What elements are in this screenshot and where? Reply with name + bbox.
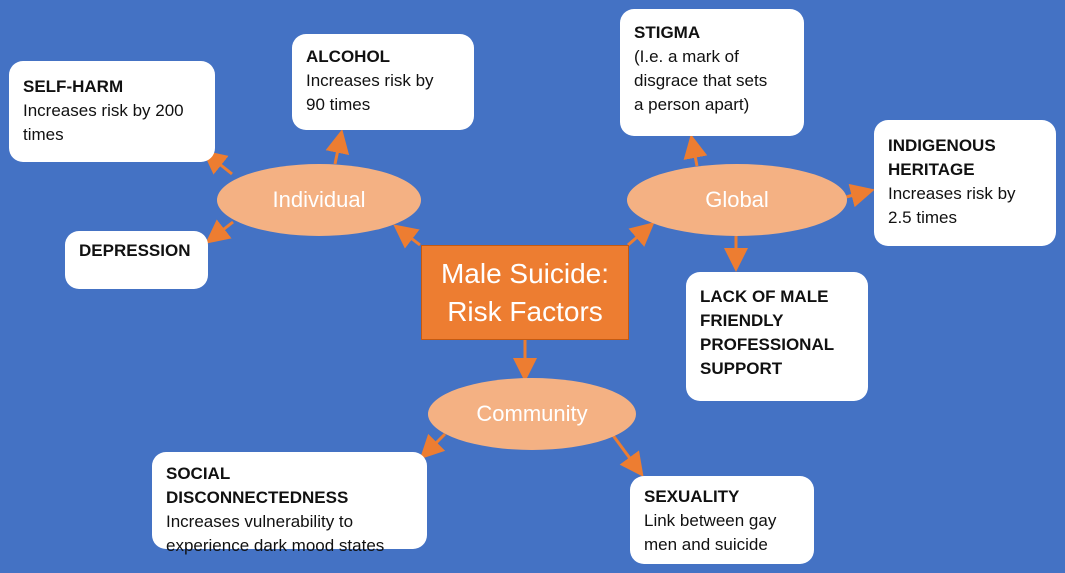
box-alcohol-text: Increases risk by 90 times	[306, 71, 434, 114]
box-sexuality-text: Link between gay men and suicide	[644, 511, 777, 554]
center-topic: Male Suicide: Risk Factors	[421, 245, 629, 340]
box-social-disconnectedness: SOCIAL DISCONNECTEDNESS Increases vulner…	[152, 452, 427, 555]
box-self-harm-title: SELF-HARM	[23, 77, 124, 96]
box-sexuality-title: SEXUALITY	[644, 487, 740, 506]
box-alcohol-title: ALCOHOL	[306, 47, 391, 66]
arrow-center-to-global	[627, 222, 655, 247]
box-depression-title: DEPRESSION	[79, 241, 191, 260]
arrow-individual-to-alcohol	[325, 129, 350, 165]
arrow-community-to-sexuality	[610, 433, 644, 477]
box-stigma: STIGMA (I.e. a mark of disgrace that set…	[620, 9, 804, 136]
category-individual-label: Individual	[272, 187, 366, 212]
box-indigenous-text: Increases risk by 2.5 times	[888, 184, 1016, 227]
arrow-center-to-individual	[393, 224, 421, 249]
category-global-label: Global	[705, 187, 769, 212]
box-depression: DEPRESSION	[65, 231, 208, 289]
arrow-global-to-stigma	[683, 134, 708, 167]
box-self-harm-text: Increases risk by 200 times	[23, 101, 184, 144]
box-indigenous-title: INDIGENOUS HERITAGE	[888, 136, 996, 179]
box-self-harm: SELF-HARM Increases risk by 200 times	[9, 61, 215, 162]
arrow-individual-to-depression	[205, 219, 234, 244]
category-community: Community	[428, 378, 636, 450]
box-stigma-title: STIGMA	[634, 23, 701, 42]
box-social-title: SOCIAL DISCONNECTEDNESS	[166, 464, 349, 507]
box-sexuality: SEXUALITY Link between gay men and suici…	[630, 476, 814, 564]
box-indigenous-heritage: INDIGENOUS HERITAGE Increases risk by 2.…	[874, 120, 1056, 246]
box-stigma-text: (I.e. a mark of disgrace that sets a per…	[634, 47, 768, 114]
box-lack-of-support: LACK OF MALE FRIENDLY PROFESSIONAL SUPPO…	[686, 272, 868, 401]
box-social-text: Increases vulnerability to experience da…	[166, 512, 385, 555]
box-lack-support-title: LACK OF MALE FRIENDLY PROFESSIONAL SUPPO…	[700, 287, 835, 378]
category-community-label: Community	[476, 401, 588, 426]
arrow-global-to-indigenous	[845, 183, 875, 208]
arrow-community-to-social	[419, 432, 447, 460]
category-individual: Individual	[217, 164, 421, 236]
category-global: Global	[627, 164, 847, 236]
box-alcohol: ALCOHOL Increases risk by 90 times	[292, 34, 474, 130]
